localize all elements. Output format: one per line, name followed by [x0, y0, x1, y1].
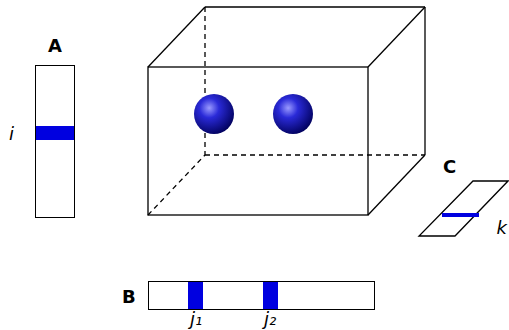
- cube-edge: [205, 6, 425, 7]
- cube-edge: [368, 155, 425, 215]
- index-label: j₁: [190, 310, 202, 328]
- cube-edge: [148, 7, 205, 67]
- matrix-name: B: [122, 288, 136, 306]
- matrix-slab: [418, 180, 509, 237]
- factor-matrix-a: A: [35, 65, 75, 218]
- hidden-edge: [148, 155, 205, 215]
- selected-slice: [188, 282, 203, 309]
- selected-slice: [36, 126, 74, 140]
- hidden-edge: [204, 7, 205, 155]
- cube-edge: [368, 7, 425, 67]
- cube-edge: [424, 7, 425, 155]
- factor-matrix-b: B: [148, 281, 375, 310]
- index-label: i: [9, 125, 14, 143]
- factor-matrix-c: C: [418, 180, 509, 237]
- matrix-name: C: [443, 158, 456, 176]
- entry-sphere: [273, 94, 313, 134]
- index-label: j₂: [264, 310, 276, 328]
- selected-slice: [263, 282, 278, 309]
- matrix-name: A: [48, 37, 62, 55]
- entry-sphere: [194, 94, 234, 134]
- cube-front-face: [148, 67, 368, 215]
- hidden-edge: [205, 154, 425, 155]
- index-label: k: [497, 219, 507, 237]
- selected-slice: [442, 213, 479, 217]
